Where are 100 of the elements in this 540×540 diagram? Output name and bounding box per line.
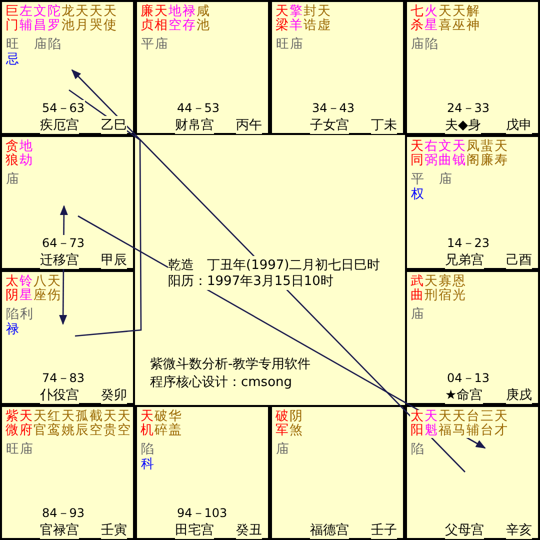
star-name: 天月 (75, 5, 89, 33)
transformation-mark: 忌 (6, 50, 19, 68)
star-name: 地空 (168, 5, 182, 33)
star-name: 天使 (103, 5, 117, 33)
star-name: 天姚 (61, 410, 75, 438)
palace-name: 财帛宫 (175, 116, 214, 134)
star-name: 台辅 (466, 410, 480, 438)
star-name: 蜚廉 (480, 140, 494, 168)
star-name: 恩光 (452, 275, 466, 303)
star-name: 阴煞 (289, 410, 303, 438)
star-name: 天梁 (275, 5, 289, 33)
star-name: 右弼 (424, 140, 438, 168)
star-name: 巨门 (5, 5, 19, 33)
palace-name: 疾厄宫 (40, 116, 79, 134)
star-name: 天寿 (494, 140, 508, 168)
star-name: 天喜 (438, 5, 452, 33)
star-name: 破碎 (154, 410, 168, 438)
star-name: 武曲 (410, 275, 424, 303)
stem-branch: 甲辰 (101, 251, 127, 269)
brightness-text: 陷利 (6, 305, 34, 323)
palace-name: 田宅宫 (175, 521, 214, 539)
star-name: 华盖 (168, 410, 182, 438)
star-name: 寡宿 (438, 275, 452, 303)
star-name: 天魁 (424, 410, 438, 438)
brightness-text: 旺 庙陷 (6, 35, 62, 53)
star-name: 廉贞 (140, 5, 154, 33)
star-name: 太阴 (5, 275, 19, 303)
star-name: 左辅 (19, 5, 33, 33)
star-name: 擎羊 (289, 5, 303, 33)
star-name: 太阳 (410, 410, 424, 438)
star-name: 火星 (424, 5, 438, 33)
chart-info-text: 紫微斗数分析-教学专用软件 (150, 355, 311, 373)
palace-cell (135, 405, 270, 540)
stem-branch: 辛亥 (506, 521, 532, 539)
palace-name: 子女宫 (310, 116, 349, 134)
transformation-mark: 权 (411, 185, 424, 203)
star-name: 截空 (89, 410, 103, 438)
arrow (71, 69, 466, 472)
star-name: 天伤 (47, 275, 61, 303)
palace-name: 夫◆身 (445, 116, 481, 134)
star-name: 三台 (480, 410, 494, 438)
stem-branch: 癸卯 (101, 386, 127, 404)
chart-info-text: 阳历：1997年3月15日10时 (168, 272, 334, 290)
star-name: 铃星 (19, 275, 33, 303)
palace-name: 官禄宫 (40, 521, 79, 539)
palace-cell (405, 405, 540, 540)
star-name: 七杀 (410, 5, 424, 33)
stem-branch: 丁未 (371, 116, 397, 134)
palace-cell (270, 0, 405, 135)
star-name: 解神 (466, 5, 480, 33)
star-name: 天同 (410, 140, 424, 168)
star-name: 陀罗 (47, 5, 61, 33)
palace-cell (405, 270, 540, 405)
stem-branch: 乙巳 (101, 116, 127, 134)
palace-cell (135, 0, 270, 135)
star-name: 天府 (19, 410, 33, 438)
arrow (59, 205, 68, 325)
star-name: 孤辰 (75, 410, 89, 438)
star-name: 红鸾 (47, 410, 61, 438)
palace-name: 仆役宫 (40, 386, 79, 404)
palace-cell (0, 405, 135, 540)
palace-name: 父母宫 (445, 521, 484, 539)
star-name: 天马 (452, 410, 466, 438)
stem-branch: 庚戌 (506, 386, 532, 404)
star-name: 禄存 (182, 5, 196, 33)
stem-branch: 戊申 (506, 116, 532, 134)
star-name: 凤阁 (466, 140, 480, 168)
palace-cell (0, 135, 135, 270)
star-name: 天机 (140, 410, 154, 438)
age-range: 64－73 (42, 235, 85, 252)
brightness-text: 陷 (411, 440, 425, 458)
star-name: 紫微 (5, 410, 19, 438)
star-name: 天哭 (89, 5, 103, 33)
stem-branch: 癸丑 (236, 521, 262, 539)
star-name: 天贵 (103, 410, 117, 438)
brightness-text: 平 庙 (411, 170, 453, 188)
palace-name: ★命宫 (445, 386, 483, 404)
star-name: 封诰 (303, 5, 317, 33)
transformation-mark: 科 (141, 455, 154, 473)
star-name: 贪狼 (5, 140, 19, 168)
star-name: 文昌 (33, 5, 47, 33)
star-name: 八座 (33, 275, 47, 303)
palace-cell (0, 0, 135, 135)
chart-info-text: 乾造 丁丑年(1997)二月初七日巳时 (168, 256, 380, 274)
star-name: 天巫 (452, 5, 466, 33)
chart-info-text: 程序核心设计：cmsong (150, 373, 292, 391)
palace-name: 兄弟宫 (445, 251, 484, 269)
star-name: 咸池 (196, 5, 210, 33)
palace-cell (405, 0, 540, 135)
brightness-text: 庙陷 (411, 35, 439, 53)
star-name: 天刑 (424, 275, 438, 303)
star-name: 天钺 (452, 140, 466, 168)
brightness-text: 平庙 (141, 35, 169, 53)
arrow (78, 215, 486, 449)
star-name: 天才 (494, 410, 508, 438)
stem-branch: 壬寅 (101, 521, 127, 539)
transformation-mark: 禄 (6, 320, 19, 338)
star-name: 天虚 (317, 5, 331, 33)
star-name: 天官 (33, 410, 47, 438)
palace-cell (0, 270, 135, 405)
